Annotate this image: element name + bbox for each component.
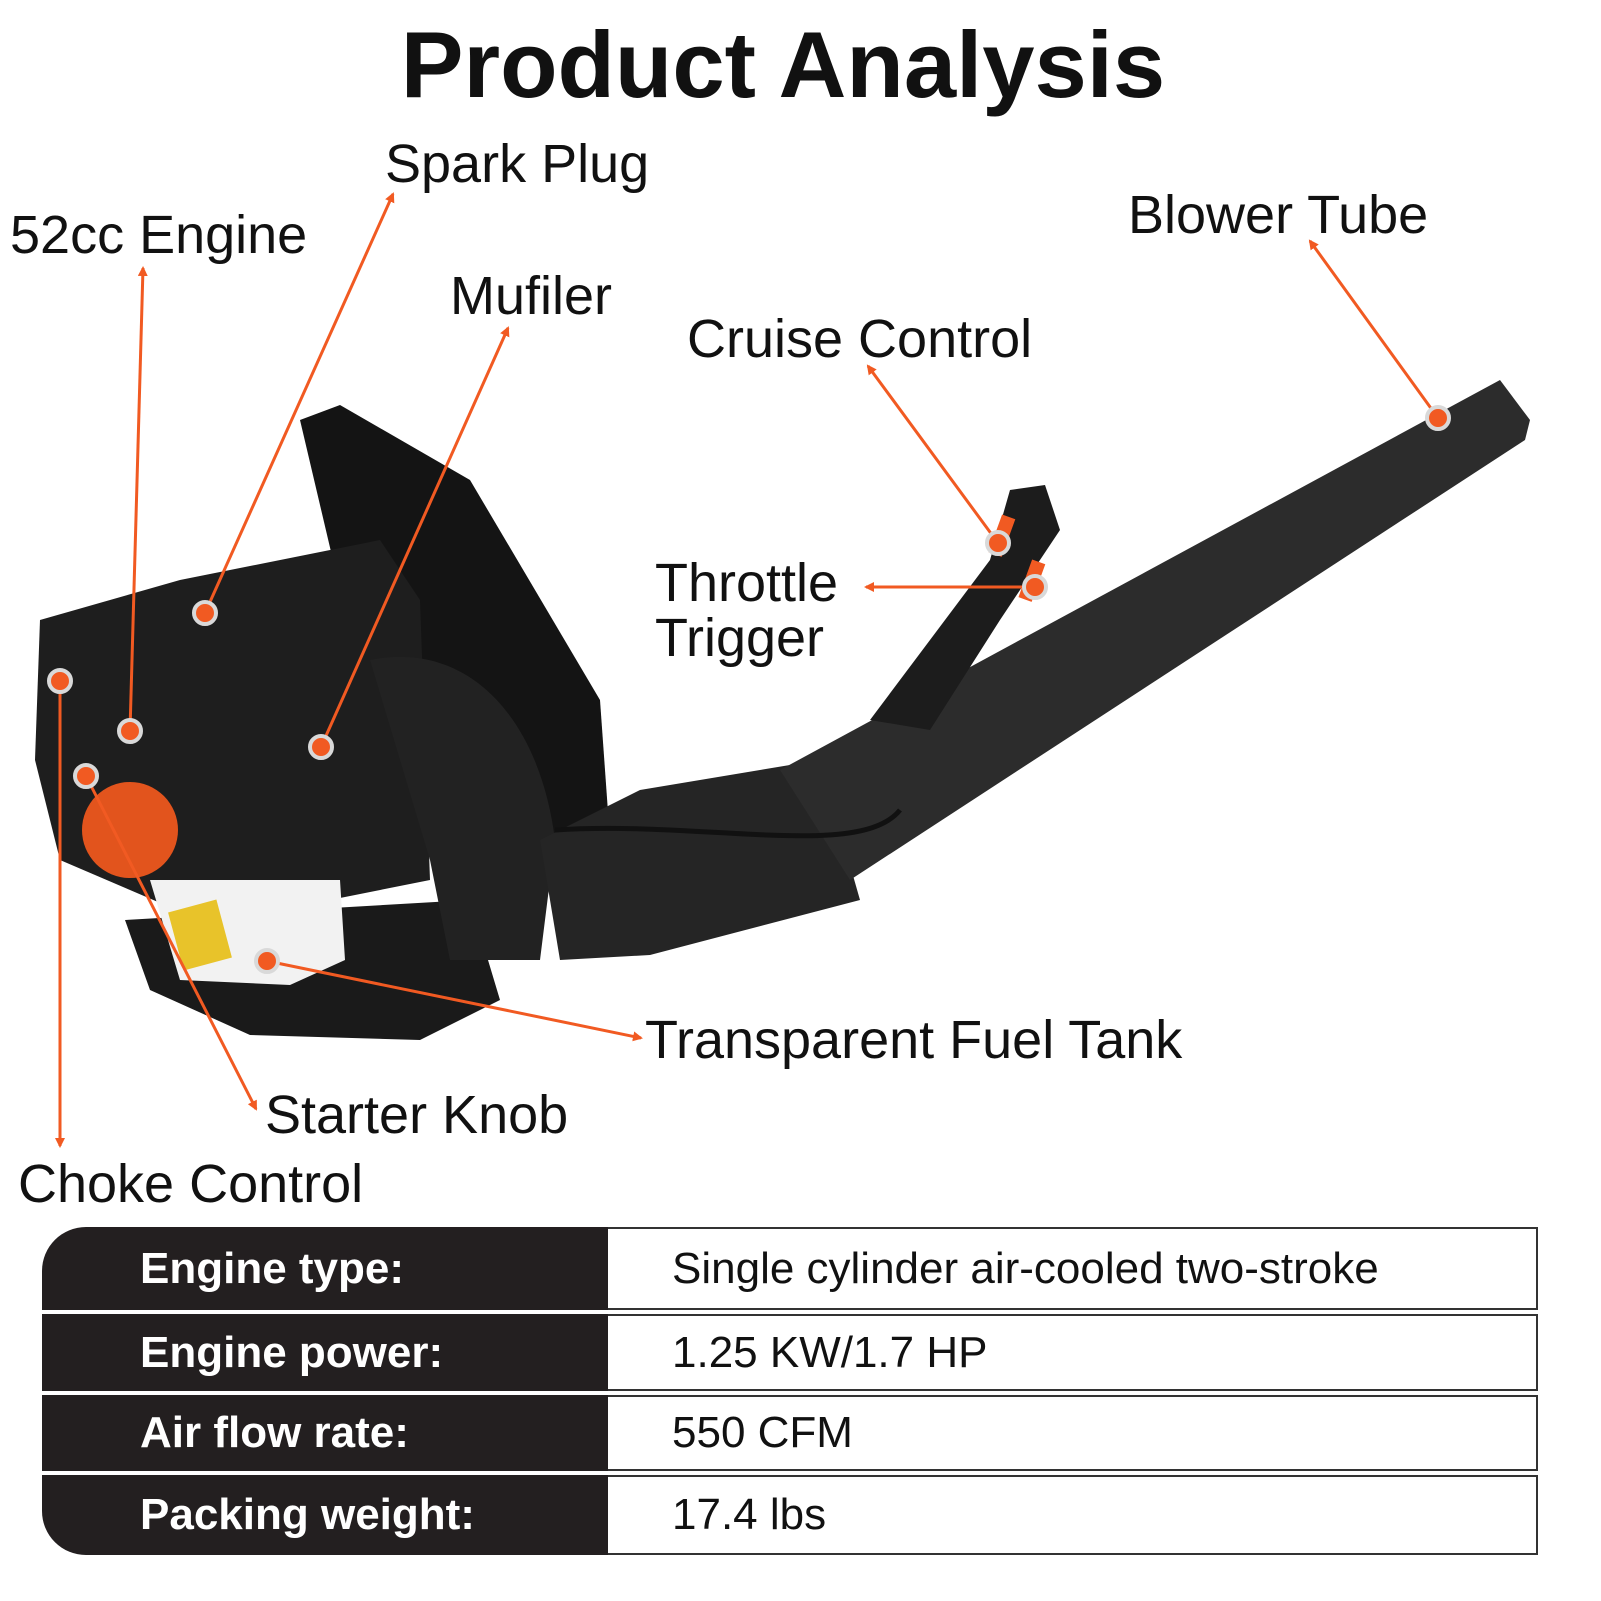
starter-knob-leader bbox=[84, 775, 258, 1111]
engine-label: 52cc Engine bbox=[10, 205, 307, 265]
throttle-trigger-marker bbox=[1022, 574, 1048, 600]
spec-row: Engine type: Single cylinder air-cooled … bbox=[42, 1227, 1538, 1310]
spark-plug-label: Spark Plug bbox=[385, 134, 649, 194]
engine-leader bbox=[128, 266, 148, 732]
spec-label: Engine type: bbox=[42, 1227, 608, 1310]
muffler-label: Mufiler bbox=[450, 266, 612, 326]
blower-tube-label: Blower Tube bbox=[1128, 185, 1428, 245]
spec-value: 550 CFM bbox=[608, 1395, 1538, 1471]
starter-knob-label: Starter Knob bbox=[265, 1085, 568, 1145]
spark-plug-leader bbox=[203, 192, 395, 614]
spec-label: Packing weight: bbox=[42, 1475, 608, 1555]
trigger-label: Trigger bbox=[655, 608, 824, 668]
spec-label: Air flow rate: bbox=[42, 1395, 608, 1471]
starter-knob-marker bbox=[73, 763, 99, 789]
cruise-control-marker bbox=[985, 530, 1011, 556]
blower-tube-marker bbox=[1425, 405, 1451, 431]
throttle-label: Throttle bbox=[655, 553, 838, 613]
muffler-marker bbox=[308, 734, 334, 760]
spec-value: 1.25 KW/1.7 HP bbox=[608, 1314, 1538, 1391]
spec-row: Packing weight: 17.4 lbs bbox=[42, 1475, 1538, 1555]
page-title: Product Analysis bbox=[401, 12, 1165, 117]
choke-control-label: Choke Control bbox=[18, 1154, 363, 1214]
spec-value: Single cylinder air-cooled two-stroke bbox=[608, 1227, 1538, 1310]
spec-row: Engine power: 1.25 KW/1.7 HP bbox=[42, 1314, 1538, 1391]
fuel-tank-label: Transparent Fuel Tank bbox=[645, 1010, 1183, 1070]
blower-tube-leader bbox=[1308, 239, 1440, 419]
spec-row: Air flow rate: 550 CFM bbox=[42, 1395, 1538, 1471]
choke-control-marker bbox=[47, 668, 73, 694]
spec-value: 17.4 lbs bbox=[608, 1475, 1538, 1555]
engine-marker bbox=[117, 718, 143, 744]
spark-plug-marker bbox=[192, 600, 218, 626]
cruise-control-leader bbox=[866, 364, 1000, 544]
spec-table: Engine type: Single cylinder air-cooled … bbox=[42, 1227, 1538, 1555]
cruise-control-label: Cruise Control bbox=[687, 309, 1032, 369]
spec-label: Engine power: bbox=[42, 1314, 608, 1391]
fuel-tank-leader bbox=[266, 959, 643, 1042]
leaf-blower-image bbox=[35, 380, 1530, 1040]
fuel-tank-marker bbox=[254, 948, 280, 974]
muffler-leader bbox=[319, 326, 510, 748]
